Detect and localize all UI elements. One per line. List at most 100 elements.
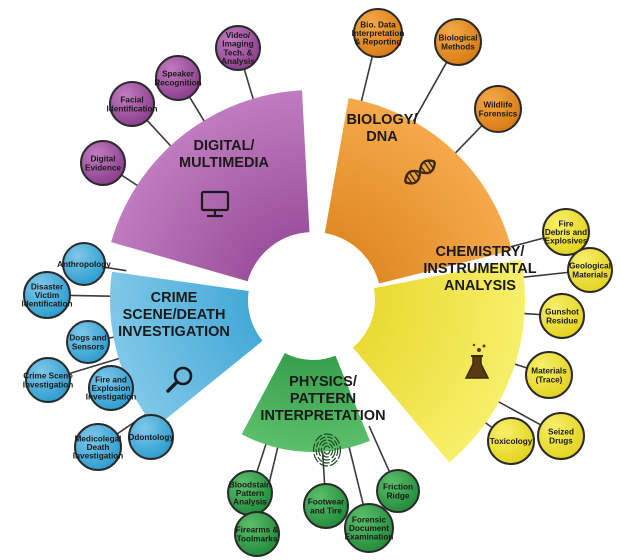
sector-title-line: PATTERN: [290, 391, 356, 407]
sector-title-line: CHEMISTRY/: [436, 244, 525, 260]
monitor-icon: [200, 190, 230, 218]
bubble-circle: [344, 503, 394, 553]
bubble-label-line: Wildlife: [483, 101, 512, 110]
bubble-circle: [487, 417, 535, 465]
sector-biology: BIOLOGY/DNA: [324, 98, 512, 284]
bubble-label-line: Fire and: [95, 375, 127, 384]
bubble-label-line: Speaker: [162, 70, 195, 79]
bubble-label-line: Footwear: [308, 498, 345, 507]
bubble-label: Anthropology: [57, 260, 111, 269]
bubble-label-line: Odontology: [128, 433, 174, 442]
bubble-label-line: Drugs: [549, 436, 573, 445]
sector-title-line: ANALYSIS: [444, 278, 516, 294]
fingerprint-icon: [313, 433, 341, 467]
bubble-label-line: Disaster: [31, 282, 64, 291]
bubble-label-line: Ridge: [387, 491, 410, 500]
bubble-label-line: Imaging: [222, 40, 253, 49]
bubble-circle: [25, 357, 71, 403]
sector-title-line: DIGITAL/: [194, 138, 255, 154]
bubble-circle: [303, 483, 349, 529]
bubble-label: Firearms &Toolmarks: [236, 526, 279, 544]
bubble-label-line: Gunshot: [545, 308, 579, 317]
bubble-label-line: Document: [349, 524, 389, 533]
bubble-label-line: Dogs and: [69, 334, 106, 343]
bubble-label-line: Investigation: [23, 380, 74, 389]
bubble-label-line: Methods: [441, 42, 475, 51]
connector-physics: [368, 425, 391, 473]
bubble-label-line: Explosion: [91, 384, 130, 393]
bubble-label-line: Examination: [345, 533, 394, 542]
bubble-label-line: Materials: [572, 270, 608, 279]
sector-physics-wedge: [241, 352, 370, 452]
bubble-label-line: Friction: [383, 483, 413, 492]
bubble-label-line: Toolmarks: [237, 534, 278, 543]
bubble-label-line: Geological: [569, 262, 611, 271]
bubble-circle: [474, 85, 522, 133]
bubble-label-line: Investigation: [86, 393, 137, 402]
bubble-circle: [234, 511, 280, 557]
bubble-label-line: Forensics: [479, 109, 518, 118]
sector-title-line: INSTRUMENTAL: [423, 261, 536, 277]
bubble-label-line: Debris and: [545, 228, 587, 237]
bubble-label-line: Biological: [438, 34, 477, 43]
sector-biology-title: BIOLOGY/DNA: [347, 112, 418, 145]
bubble-circle: [62, 242, 106, 286]
bubble-label-line: Fire: [558, 219, 573, 228]
bubble-label-line: Residue: [546, 316, 578, 325]
sector-layer: DIGITAL/MULTIMEDIABIOLOGY/DNACHEMISTRY/I…: [109, 90, 537, 467]
bubble-label-line: Victim: [35, 291, 59, 300]
bubble-circle: [215, 25, 261, 71]
bubble-label-line: Bloodstain: [229, 480, 271, 489]
bubble-label-line: Tech. &: [224, 48, 253, 57]
bubble-circle: [539, 293, 585, 339]
bubble-label-line: Death: [87, 443, 110, 452]
sector-title-line: DNA: [366, 129, 398, 145]
bubble-label-line: Interpretation: [352, 29, 405, 38]
bubble-label-line: Digital: [90, 155, 115, 164]
bubble-label-line: Video/: [226, 31, 251, 40]
bubble-circle: [525, 351, 573, 399]
bubble-label-line: Evidence: [85, 163, 121, 172]
sector-crime-wedge: [109, 271, 263, 428]
bubble-crime: Anthropology: [57, 242, 111, 286]
bubble-label-line: Explosives: [545, 237, 588, 246]
bubble-circle: [155, 55, 201, 101]
bubble-label: Toxicology: [490, 437, 533, 446]
magnifier-icon: [166, 366, 193, 393]
dna-icon: [404, 159, 436, 185]
connector-crime: [104, 266, 127, 272]
sector-title-line: PHYSICS/: [289, 374, 357, 390]
bubble-circle: [542, 208, 590, 256]
sector-title-line: BIOLOGY/: [347, 112, 418, 128]
bubble-circle: [128, 414, 174, 460]
bubble-circle: [353, 8, 403, 58]
sector-title-line: INVESTIGATION: [118, 324, 230, 340]
